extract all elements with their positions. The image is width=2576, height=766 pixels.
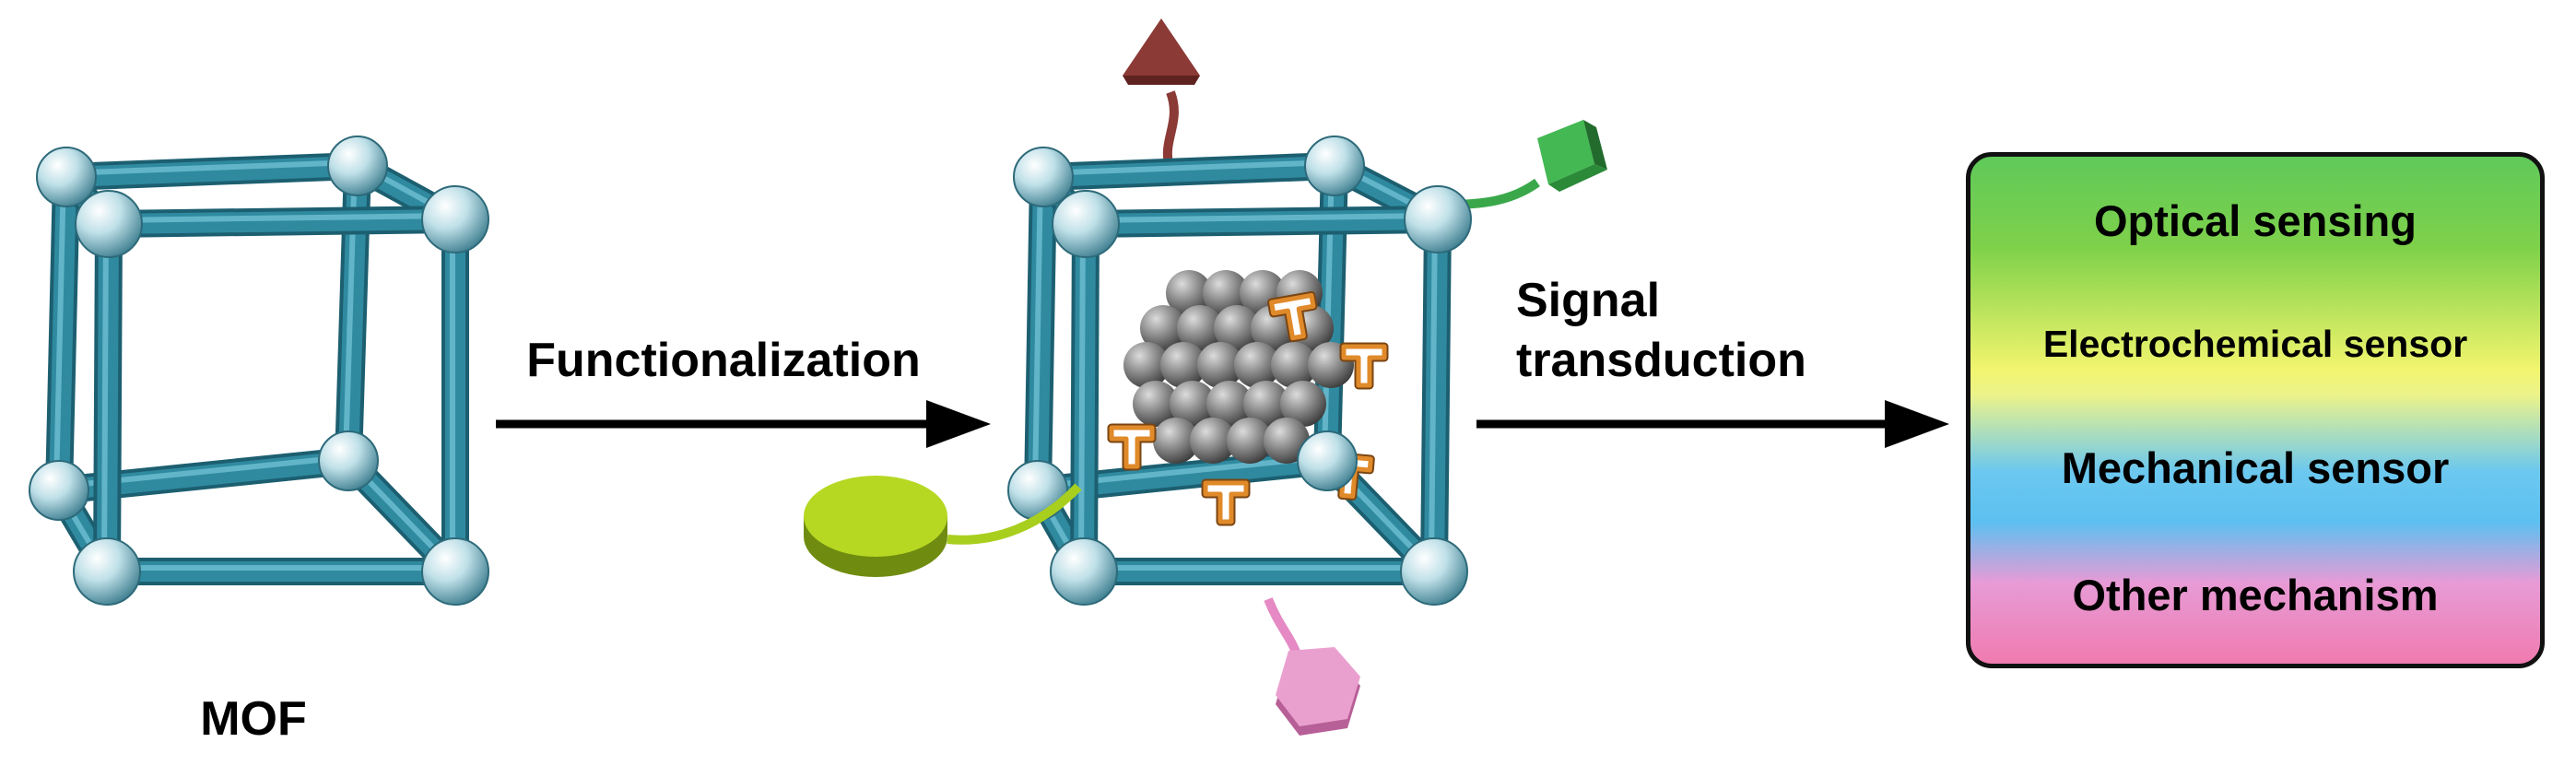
frame-bar-highlight	[1038, 159, 1335, 176]
nanoparticle	[1234, 342, 1280, 388]
receptor-group	[1107, 290, 1389, 526]
nanoparticle	[1271, 342, 1317, 388]
frame-bar	[1424, 209, 1448, 582]
signal-label-line1: Signal	[1516, 274, 1660, 327]
nanoparticle	[1153, 418, 1199, 464]
cube-tag	[1446, 120, 1607, 209]
panel-item-other: Other mechanism	[2072, 571, 2439, 619]
functionalization-label: Functionalization	[526, 334, 921, 387]
frame-bar-highlight	[101, 218, 109, 571]
receptor-body	[1203, 480, 1249, 524]
frame-bar	[1028, 167, 1053, 501]
frame-node	[36, 147, 97, 207]
frame-bar-highlight	[53, 171, 66, 489]
frame-bar-highlight	[103, 213, 455, 223]
frame-node	[1007, 460, 1068, 521]
nanoparticle	[1166, 270, 1212, 316]
frame-bar-highlight	[1429, 213, 1438, 571]
nanoparticle	[1160, 342, 1206, 388]
panel-item-electrochemical: Electrochemical sensor	[2042, 323, 2468, 365]
receptor-shape	[1201, 478, 1251, 526]
frame-node	[75, 190, 143, 258]
nanoparticle	[1203, 270, 1249, 316]
frame-node	[29, 460, 89, 521]
functionalization-arrow	[496, 400, 991, 448]
nanoparticle	[1227, 418, 1273, 464]
nanoparticle	[1190, 418, 1236, 464]
frame-bar	[97, 214, 119, 582]
receptor-shape	[1267, 290, 1318, 343]
frame-node	[1400, 537, 1468, 606]
frame-bar-highlight	[1032, 171, 1043, 489]
frame-bar	[99, 209, 465, 234]
triangle-tag	[1123, 18, 1200, 166]
receptor-body	[1341, 344, 1387, 388]
nanoparticle	[1243, 381, 1289, 427]
frame-node	[318, 430, 379, 491]
panel-item-mechanical: Mechanical sensor	[2061, 443, 2450, 492]
frame-node	[1304, 136, 1365, 196]
nanoparticle	[1177, 305, 1223, 351]
nanoparticle	[1123, 342, 1170, 388]
frame-node	[1052, 190, 1120, 258]
disk-tag	[804, 476, 1082, 577]
cube-frame-front	[1070, 206, 1452, 585]
frame-node	[421, 537, 489, 606]
frame-node	[1050, 537, 1118, 606]
frame-bar	[56, 156, 368, 187]
nanoparticle	[1140, 305, 1186, 351]
receptor-body	[1109, 425, 1155, 469]
sensing-mechanism-panel: Optical sensing Electrochemical sensor M…	[1966, 152, 2545, 668]
frame-node	[1013, 147, 1074, 207]
frame-bar-highlight	[1078, 218, 1086, 571]
frame-bar	[1076, 209, 1448, 234]
nanoparticle-cluster	[1123, 270, 1354, 464]
receptor-shape	[1339, 342, 1389, 390]
frame-bar	[49, 167, 76, 501]
nanoparticle	[1214, 305, 1260, 351]
frame-bar	[1074, 214, 1096, 582]
hexagon-tag	[1264, 597, 1360, 736]
frame-bar	[1033, 156, 1345, 187]
nanoparticle	[1170, 381, 1216, 427]
nanoparticle	[1133, 381, 1179, 427]
receptor-shape	[1107, 423, 1157, 471]
signal-transduction-arrow	[1476, 400, 1949, 448]
frame-node	[73, 537, 141, 606]
frame-bar-highlight	[1080, 213, 1438, 223]
frame-bar-highlight	[61, 159, 358, 176]
cube-nodes	[29, 136, 489, 606]
panel-item-optical: Optical sensing	[2094, 196, 2417, 245]
receptor-body	[1269, 292, 1316, 341]
nanoparticle	[1197, 342, 1243, 388]
signal-label-line2: transduction	[1516, 334, 1806, 387]
frame-node	[1297, 430, 1358, 491]
frame-node	[1404, 185, 1472, 253]
mof-label: MOF	[200, 692, 307, 746]
functionalized-mof-cube	[804, 18, 1607, 736]
frame-node	[327, 136, 388, 196]
nanoparticle	[1206, 381, 1253, 427]
frame-node	[421, 185, 489, 253]
mof-cube	[29, 136, 489, 606]
nanoparticle	[1280, 381, 1326, 427]
